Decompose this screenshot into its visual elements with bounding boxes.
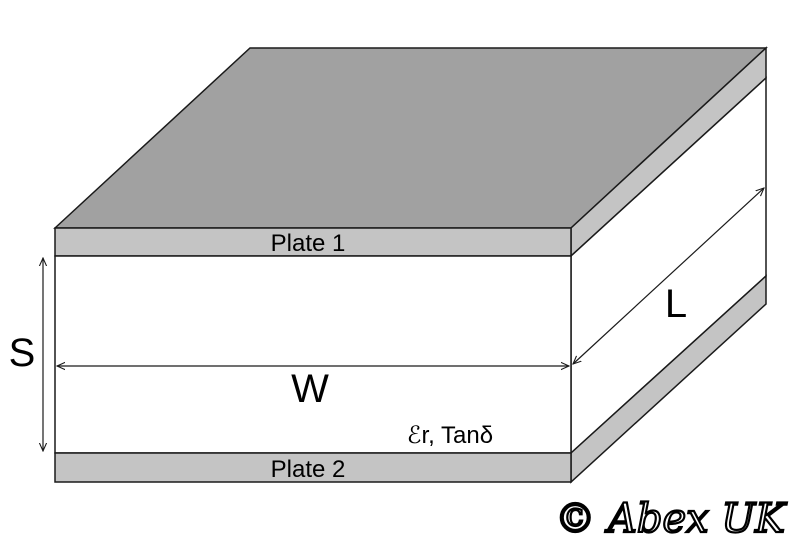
width-label: W [291, 367, 329, 411]
plate-1-label: Plate 1 [271, 230, 346, 257]
dielectric-front-face [54, 255, 572, 454]
plate-2-front-face [54, 452, 572, 483]
length-label: L [665, 282, 687, 326]
dielectric-properties-label: ℰr, Tanδ [407, 422, 493, 449]
copyright-watermark: © Abex UK [555, 496, 787, 542]
separation-label: S [9, 331, 36, 375]
plate-2-label: Plate 2 [271, 456, 346, 483]
length-dimension-arrow [573, 188, 764, 364]
